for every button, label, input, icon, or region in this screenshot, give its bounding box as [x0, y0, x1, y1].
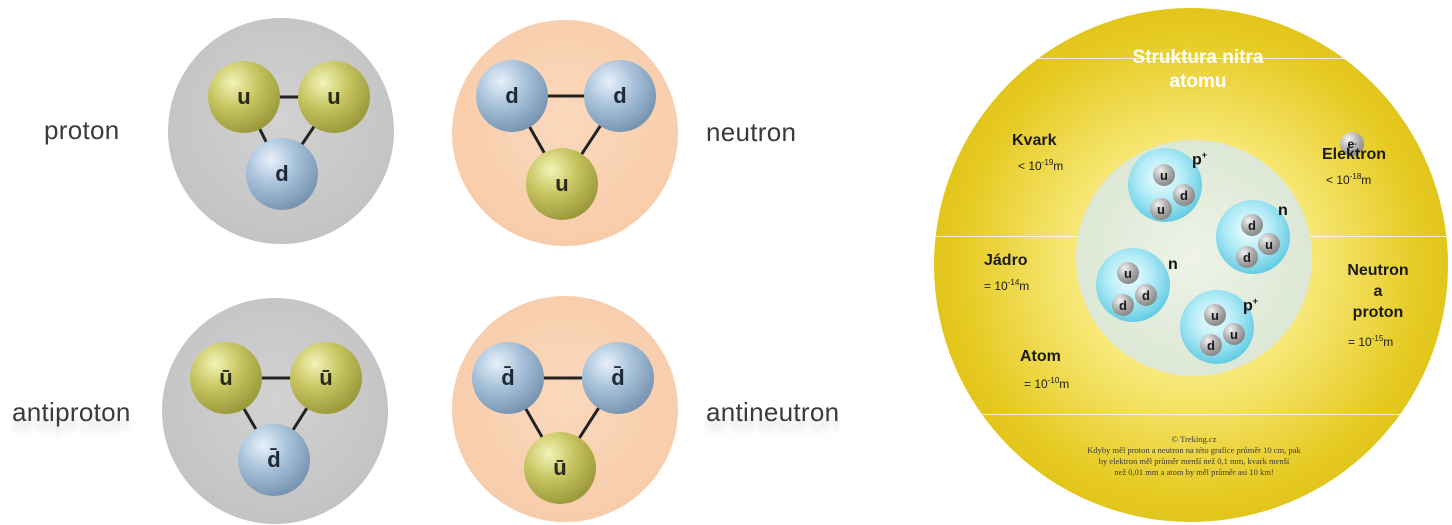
antineutron-label: antineutron	[706, 397, 839, 428]
antineutron-quark-2: d̄	[582, 342, 654, 414]
antineutron-quark-1: d̄	[472, 342, 544, 414]
jadro-label: Jádro	[984, 250, 1028, 271]
elektron-size: < 10-18m	[1326, 172, 1371, 187]
credit-line-2: Kdyby měl proton a neutron na této grafi…	[1044, 445, 1344, 456]
nucleon-label: p+	[1243, 296, 1258, 315]
nucleon-quark: d	[1173, 184, 1195, 206]
antineutron-quark-3: ū	[524, 432, 596, 504]
credit-line-4: než 0,01 mm a atom by měl průměr asi 10 …	[1044, 467, 1344, 478]
nucleon-quark: d	[1200, 334, 1222, 356]
credit-line-1: © Treking.cz	[1044, 434, 1344, 445]
credit-line-3: by elektron měl průměr menší než 0,1 mm,…	[1044, 456, 1344, 467]
nucleon-label: n	[1278, 202, 1288, 220]
atom-size: = 10-10m	[1024, 376, 1069, 391]
neutron-proton-label: Neutron a proton	[1338, 260, 1418, 323]
atom-label: Atom	[1020, 346, 1061, 367]
neutron-proton-size: = 10-15m	[1348, 334, 1393, 349]
atom-title-line-1: Struktura nitra	[1096, 46, 1300, 70]
atom-title-line-2: atomu	[1096, 70, 1300, 94]
neutron-label: neutron	[706, 117, 796, 148]
neutron-proton-line-2: a	[1338, 281, 1418, 302]
nucleon-quark: u	[1258, 233, 1280, 255]
nucleon-quark: d	[1241, 214, 1263, 236]
nucleon-label: n	[1168, 256, 1178, 274]
neutron-proton-line-1: Neutron	[1338, 260, 1418, 281]
kvark-label: Kvark	[1012, 130, 1056, 151]
scan-line	[934, 414, 1448, 415]
nucleon-proton-1: u d u	[1128, 148, 1202, 222]
nucleon-quark: d	[1236, 246, 1258, 268]
credit-note: © Treking.cz Kdyby měl proton a neutron …	[1044, 434, 1344, 478]
nucleon-quark: u	[1117, 262, 1139, 284]
nucleon-label: p+	[1192, 150, 1207, 169]
kvark-size: < 10-19m	[1018, 158, 1063, 173]
atom-title: Struktura nitra atomu	[1096, 46, 1300, 94]
neutron-proton-line-3: proton	[1338, 302, 1418, 323]
nucleon-quark: d	[1135, 284, 1157, 306]
nucleon-quark: u	[1204, 304, 1226, 326]
jadro-size: = 10-14m	[984, 278, 1029, 293]
nucleon-quark: u	[1223, 323, 1245, 345]
antineutron-bonds	[0, 0, 700, 525]
nucleon-quark: d	[1112, 294, 1134, 316]
elektron-label: Elektron	[1322, 144, 1386, 165]
nucleon-quark: u	[1153, 164, 1175, 186]
nucleon-neutron-2: u d d	[1096, 248, 1170, 322]
nucleon-quark: u	[1150, 198, 1172, 220]
